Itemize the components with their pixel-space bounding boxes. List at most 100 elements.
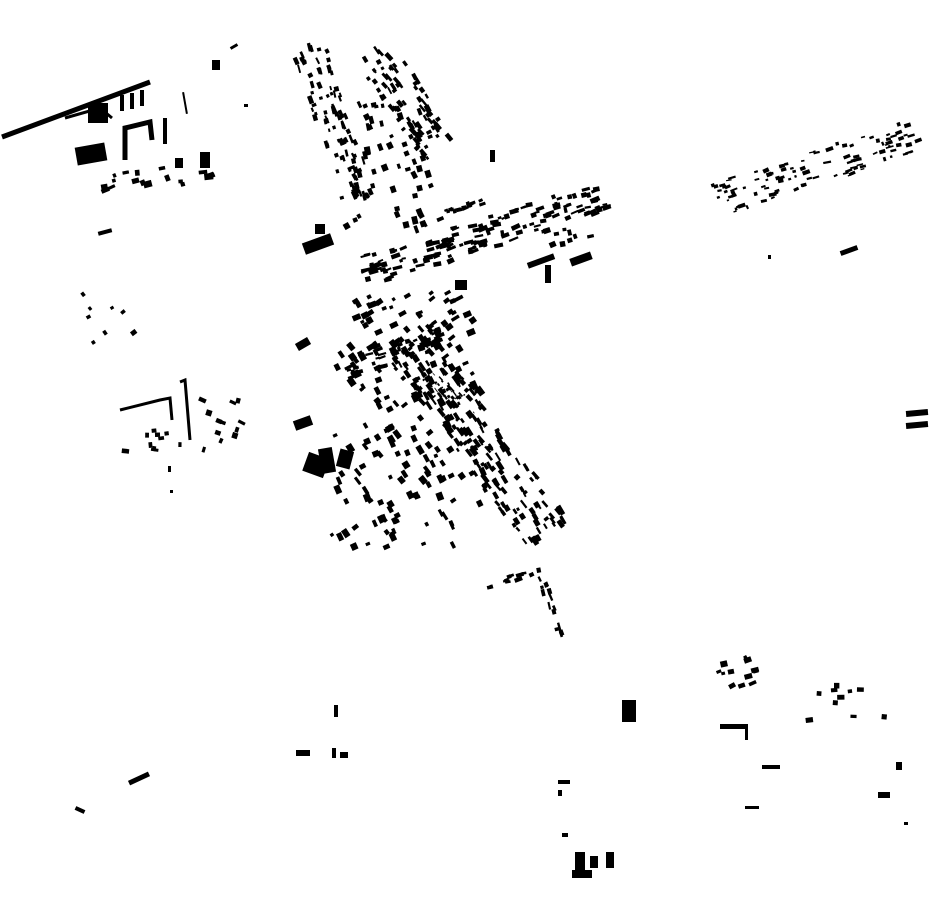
building [474,233,484,238]
building [454,397,457,400]
building [491,221,497,227]
building [550,194,557,200]
building [121,448,130,454]
building [413,85,419,91]
building [762,765,780,769]
building [352,153,358,159]
building [727,668,735,675]
building [528,571,535,578]
building [538,488,546,496]
building [503,577,510,583]
building [424,521,430,527]
building [875,138,881,144]
building [364,275,372,283]
building [229,43,239,50]
building [580,192,588,198]
building [442,237,449,242]
building [602,202,608,206]
building [514,207,520,211]
building [310,107,315,113]
building [343,136,349,144]
building [778,163,786,169]
building [856,687,864,692]
building [433,121,443,131]
building [537,576,542,582]
building [346,341,356,352]
building [555,504,566,516]
building [337,95,342,102]
building [329,532,335,538]
building [417,385,423,392]
building [720,671,726,676]
building [377,351,387,357]
building [423,144,429,150]
building [376,48,385,57]
building [396,342,403,348]
building [412,338,418,343]
building [842,153,851,160]
building [586,192,592,198]
building [859,164,867,169]
building [356,167,363,173]
building [552,202,561,208]
building [353,372,362,379]
building [823,160,832,165]
building [745,806,759,809]
building [374,297,384,307]
building [413,225,420,234]
building [119,396,174,421]
building [401,257,406,260]
building [745,204,750,210]
building [787,177,792,181]
building [100,186,111,194]
building [366,308,375,317]
building [81,149,93,159]
building [909,149,914,154]
building [351,313,362,322]
building [485,226,495,233]
building [542,227,552,235]
building [352,365,360,371]
building [581,186,591,192]
building [489,465,497,473]
building [465,409,475,420]
building [425,155,430,161]
building [799,165,806,172]
building [451,402,457,409]
building [721,184,727,189]
building [351,523,360,531]
building [393,105,399,112]
building [889,155,893,159]
building [529,222,535,227]
building [464,426,474,437]
building [350,190,359,200]
building [455,426,464,437]
building [570,209,579,215]
building [391,87,398,94]
building [472,438,482,448]
building [180,181,186,187]
building [325,93,330,99]
building [439,459,446,467]
building [393,210,401,219]
building [140,90,144,106]
building [127,771,151,786]
building [562,227,567,232]
building [527,535,534,544]
building [413,145,420,152]
building [346,368,352,372]
building [903,133,908,137]
building [358,462,367,470]
building [567,229,573,236]
building [396,99,404,108]
building [453,294,464,302]
building [310,90,315,95]
building [475,499,484,508]
building [450,399,460,409]
building [882,156,887,162]
building [392,429,402,440]
building [323,140,330,149]
building [231,431,239,440]
building [841,143,848,148]
building [164,431,170,436]
